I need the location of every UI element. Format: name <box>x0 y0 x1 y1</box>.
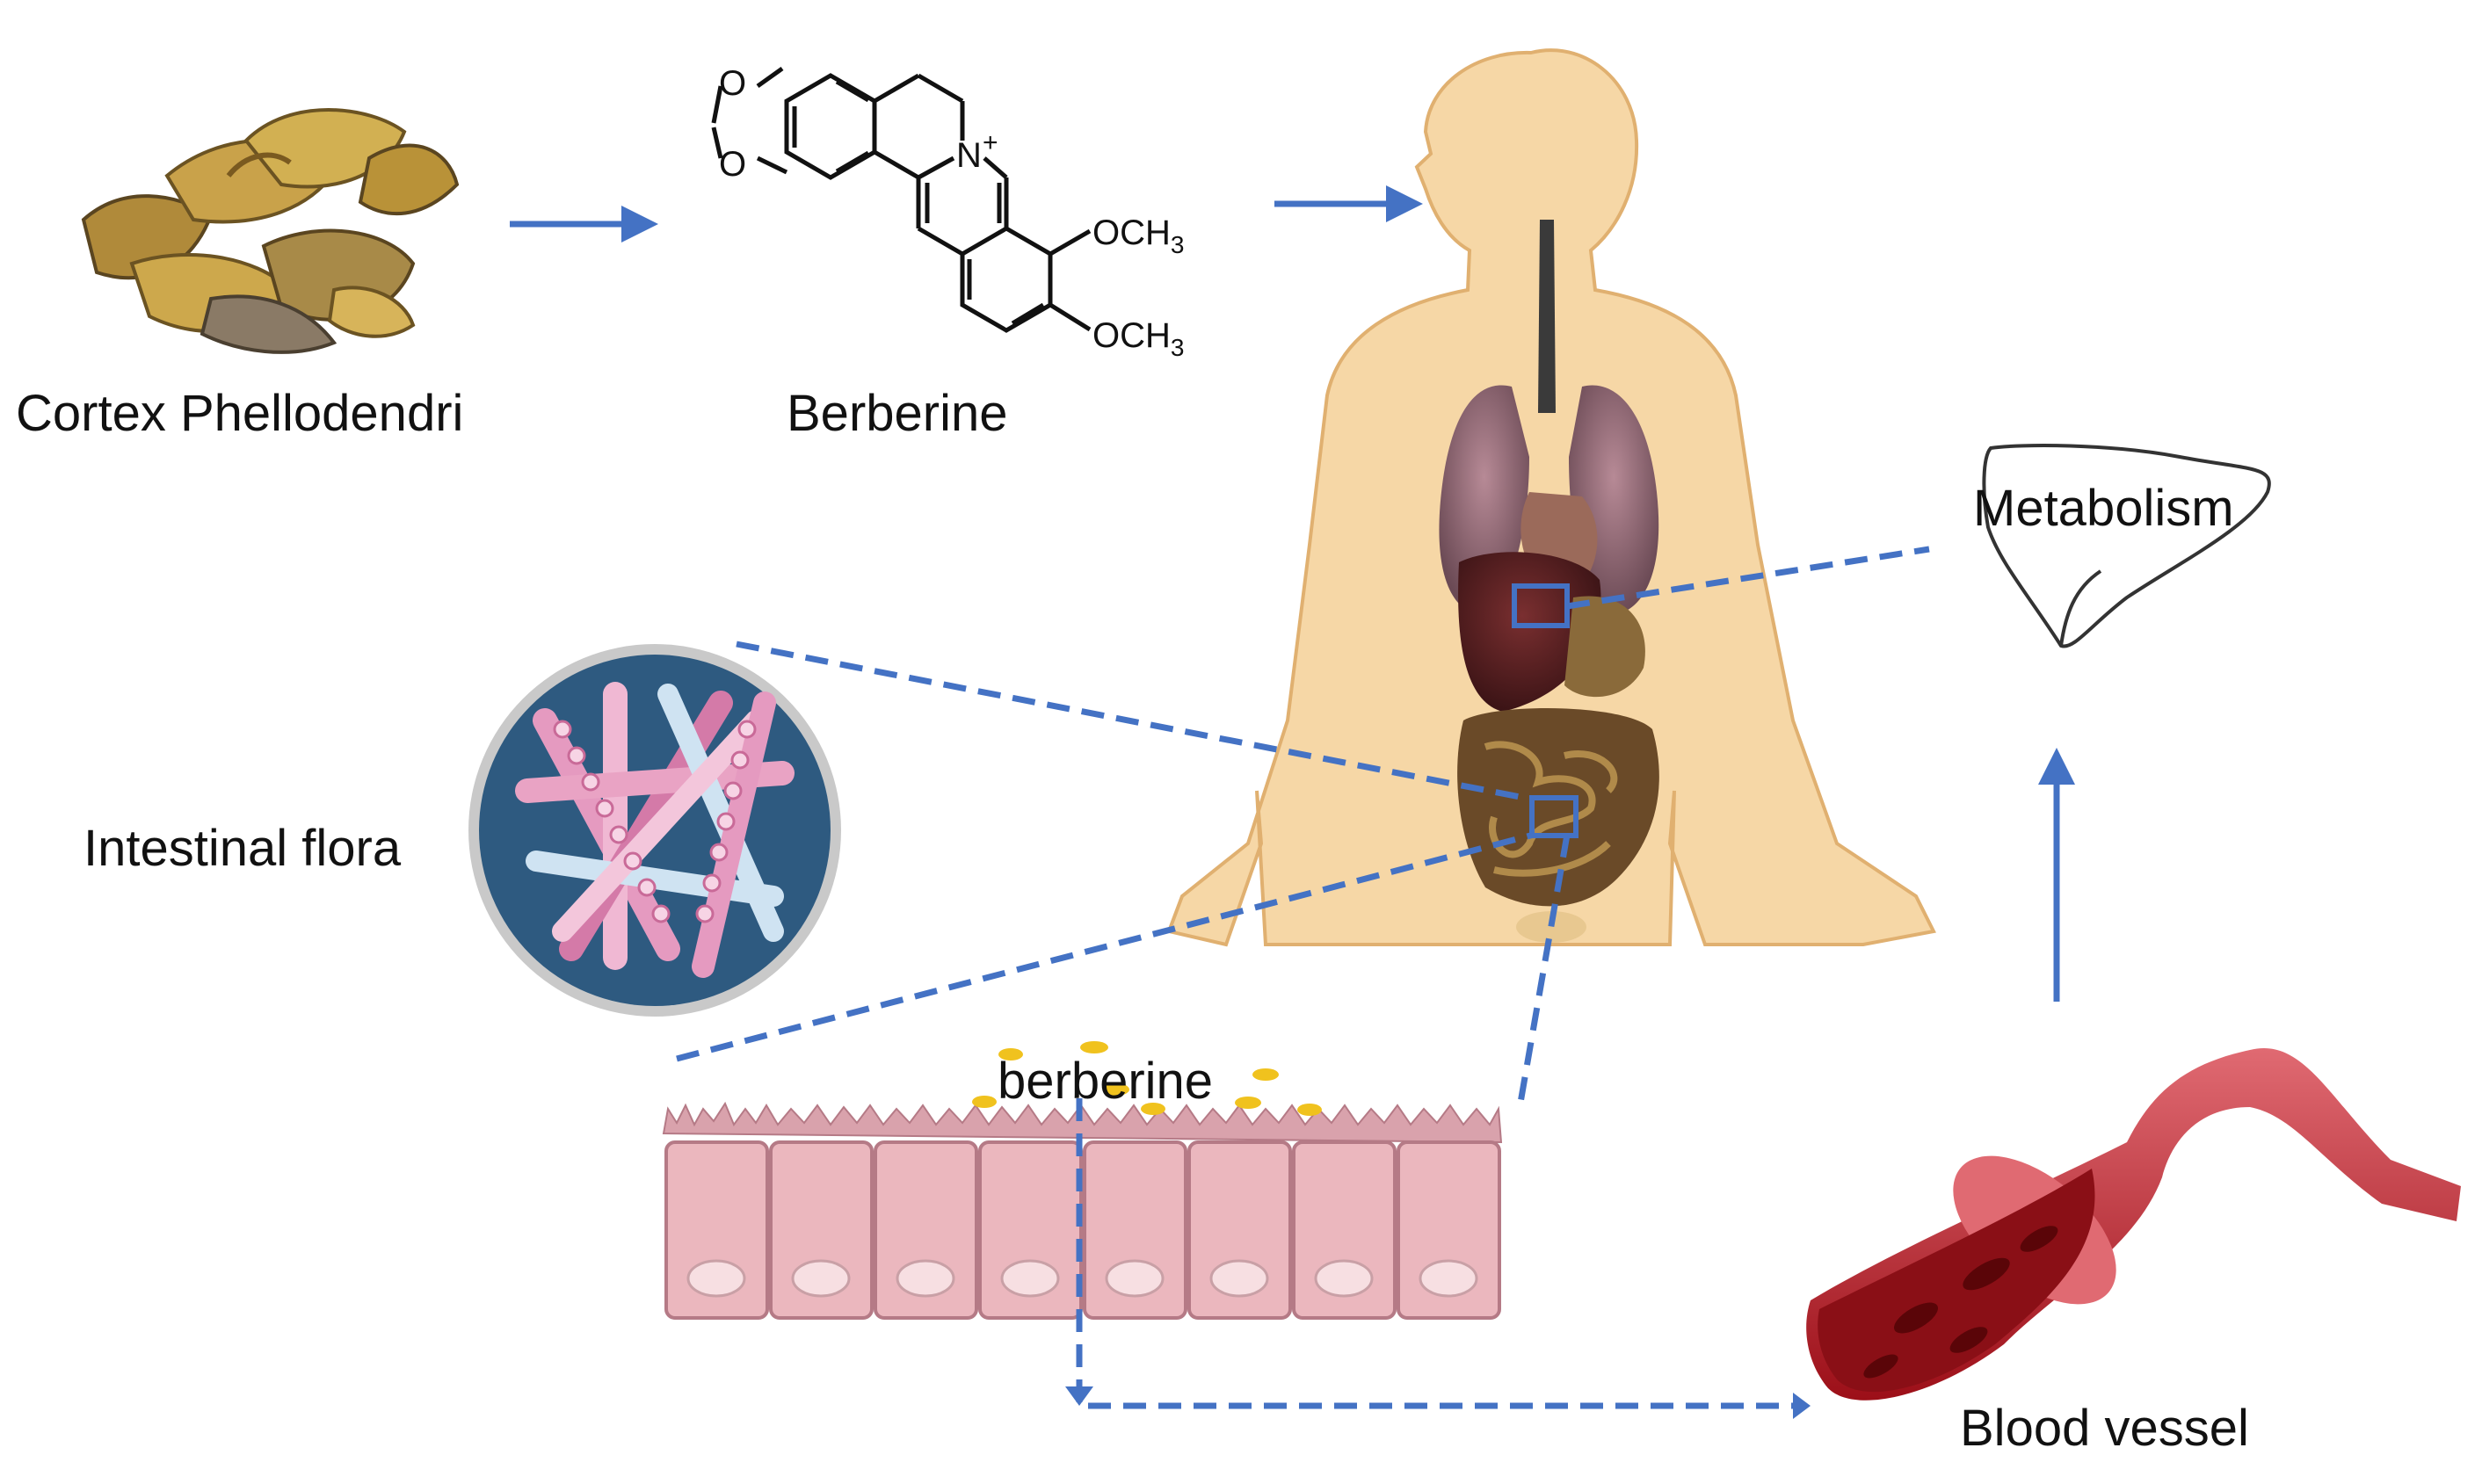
oxygen-top-atom: O <box>719 64 746 103</box>
methoxy-top: OCH3 <box>1092 214 1184 258</box>
nitrogen-atom: N <box>956 136 982 175</box>
berberine-cells-label: berberine <box>998 1053 1213 1110</box>
dashed-epithelium-right <box>1517 834 1571 1104</box>
metabolism-label: Metabolism <box>1973 480 2234 537</box>
absorption-path <box>1076 1098 1802 1409</box>
liver-outline <box>1982 444 2271 648</box>
berberine-structure <box>711 66 1092 333</box>
positive-charge: + <box>983 128 998 157</box>
blood-vessel <box>1806 1047 2461 1401</box>
epithelial-cells <box>662 1041 1503 1320</box>
human-body <box>1166 48 1936 947</box>
blood-vessel-label: Blood vessel <box>1960 1400 2249 1457</box>
methoxy-bottom: OCH3 <box>1092 316 1184 361</box>
intestinal-flora-label: Intestinal flora <box>83 820 402 877</box>
dashed-epithelium-left <box>676 831 1535 1062</box>
dashed-flora-link <box>736 641 1535 803</box>
cortex-label: Cortex Phellodendri <box>16 385 463 442</box>
dashed-liver-link <box>1566 546 1930 610</box>
bark-pieces-image <box>81 108 460 354</box>
oxygen-bottom-atom: O <box>719 145 746 184</box>
berberine-label: Berberine <box>787 385 1007 442</box>
bacteria-circle <box>468 644 841 1017</box>
